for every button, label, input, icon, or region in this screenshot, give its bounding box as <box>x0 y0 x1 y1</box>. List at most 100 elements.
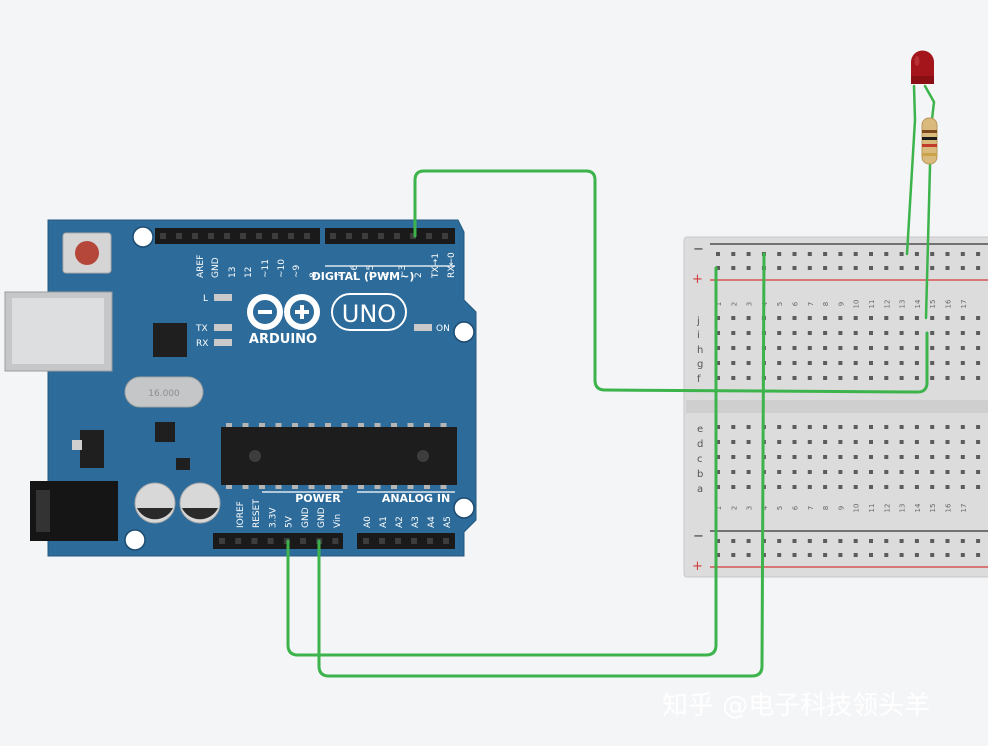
rail-hole[interactable] <box>899 252 904 256</box>
breadboard-hole[interactable] <box>777 470 782 474</box>
breadboard-hole[interactable] <box>945 346 950 350</box>
breadboard-hole[interactable] <box>792 470 797 474</box>
rail-hole[interactable] <box>853 252 858 256</box>
breadboard-hole[interactable] <box>792 440 797 444</box>
breadboard-hole[interactable] <box>884 440 889 444</box>
rail-hole[interactable] <box>746 539 751 543</box>
breadboard-hole[interactable] <box>807 376 812 380</box>
rail-hole[interactable] <box>960 266 965 270</box>
breadboard-hole[interactable] <box>930 361 935 365</box>
breadboard-hole[interactable] <box>853 470 858 474</box>
breadboard-hole[interactable] <box>777 346 782 350</box>
rail-hole[interactable] <box>884 553 889 557</box>
breadboard-hole[interactable] <box>853 376 858 380</box>
breadboard-hole[interactable] <box>777 455 782 459</box>
breadboard-hole[interactable] <box>930 346 935 350</box>
breadboard-hole[interactable] <box>945 425 950 429</box>
breadboard-hole[interactable] <box>716 316 720 320</box>
header-socket[interactable] <box>410 233 416 239</box>
breadboard-hole[interactable] <box>777 376 782 380</box>
breadboard-hole[interactable] <box>823 316 828 320</box>
reset-button-cap[interactable] <box>75 241 99 265</box>
header-socket[interactable] <box>330 233 336 239</box>
breadboard-hole[interactable] <box>823 440 828 444</box>
breadboard-hole[interactable] <box>869 455 873 459</box>
breadboard-hole[interactable] <box>792 425 797 429</box>
rail-hole[interactable] <box>976 553 981 557</box>
breadboard-hole[interactable] <box>930 470 935 474</box>
rail-hole[interactable] <box>884 252 889 256</box>
breadboard-hole[interactable] <box>792 376 797 380</box>
breadboard-hole[interactable] <box>853 485 858 489</box>
breadboard-hole[interactable] <box>960 440 965 444</box>
breadboard-hole[interactable] <box>853 361 858 365</box>
rail-hole[interactable] <box>823 539 828 543</box>
breadboard-hole[interactable] <box>884 331 889 335</box>
breadboard-hole[interactable] <box>930 331 935 335</box>
breadboard-hole[interactable] <box>807 361 812 365</box>
breadboard-hole[interactable] <box>869 470 873 474</box>
breadboard-hole[interactable] <box>792 346 797 350</box>
rail-hole[interactable] <box>945 539 950 543</box>
header-socket[interactable] <box>378 233 384 239</box>
breadboard-hole[interactable] <box>792 316 797 320</box>
breadboard-hole[interactable] <box>976 316 981 320</box>
header-socket[interactable] <box>251 538 258 544</box>
header-socket[interactable] <box>443 538 449 544</box>
breadboard-hole[interactable] <box>945 361 950 365</box>
breadboard-hole[interactable] <box>838 361 843 365</box>
breadboard-hole[interactable] <box>716 470 720 474</box>
breadboard-hole[interactable] <box>853 440 858 444</box>
rail-hole[interactable] <box>914 553 919 557</box>
breadboard-hole[interactable] <box>945 470 950 474</box>
breadboard-hole[interactable] <box>960 425 965 429</box>
header-socket[interactable] <box>219 538 225 544</box>
breadboard-hole[interactable] <box>899 376 904 380</box>
breadboard-hole[interactable] <box>914 425 919 429</box>
breadboard-hole[interactable] <box>869 440 873 444</box>
breadboard-hole[interactable] <box>746 485 751 489</box>
rail-hole[interactable] <box>716 252 720 256</box>
breadboard-hole[interactable] <box>884 316 889 320</box>
breadboard-hole[interactable] <box>716 425 720 429</box>
breadboard-hole[interactable] <box>853 425 858 429</box>
breadboard-hole[interactable] <box>838 316 843 320</box>
header-socket[interactable] <box>304 233 310 239</box>
rail-hole[interactable] <box>930 252 935 256</box>
breadboard-hole[interactable] <box>899 425 904 429</box>
breadboard-hole[interactable] <box>731 376 736 380</box>
header-socket[interactable] <box>176 233 182 239</box>
breadboard-hole[interactable] <box>930 485 935 489</box>
breadboard-hole[interactable] <box>884 470 889 474</box>
breadboard-hole[interactable] <box>838 485 843 489</box>
rail-hole[interactable] <box>899 553 904 557</box>
breadboard-hole[interactable] <box>823 470 828 474</box>
breadboard-hole[interactable] <box>716 346 720 350</box>
breadboard-hole[interactable] <box>869 331 873 335</box>
breadboard-hole[interactable] <box>914 316 919 320</box>
breadboard-hole[interactable] <box>746 316 751 320</box>
breadboard-hole[interactable] <box>899 346 904 350</box>
header-socket[interactable] <box>332 538 339 544</box>
header-socket[interactable] <box>346 233 352 239</box>
breadboard-hole[interactable] <box>838 425 843 429</box>
breadboard-hole[interactable] <box>731 331 736 335</box>
breadboard-hole[interactable] <box>960 470 965 474</box>
breadboard-hole[interactable] <box>914 470 919 474</box>
rail-hole[interactable] <box>716 266 720 270</box>
breadboard-hole[interactable] <box>838 440 843 444</box>
breadboard-hole[interactable] <box>731 485 736 489</box>
rail-hole[interactable] <box>960 539 965 543</box>
header-socket[interactable] <box>362 233 368 239</box>
breadboard-hole[interactable] <box>899 485 904 489</box>
breadboard-hole[interactable] <box>731 455 736 459</box>
breadboard-hole[interactable] <box>899 440 904 444</box>
breadboard-hole[interactable] <box>976 346 981 350</box>
rail-hole[interactable] <box>899 539 904 543</box>
breadboard-hole[interactable] <box>746 331 751 335</box>
breadboard-hole[interactable] <box>884 425 889 429</box>
breadboard-hole[interactable] <box>777 425 782 429</box>
rail-hole[interactable] <box>899 266 904 270</box>
rail-hole[interactable] <box>746 266 751 270</box>
rail-hole[interactable] <box>945 252 950 256</box>
